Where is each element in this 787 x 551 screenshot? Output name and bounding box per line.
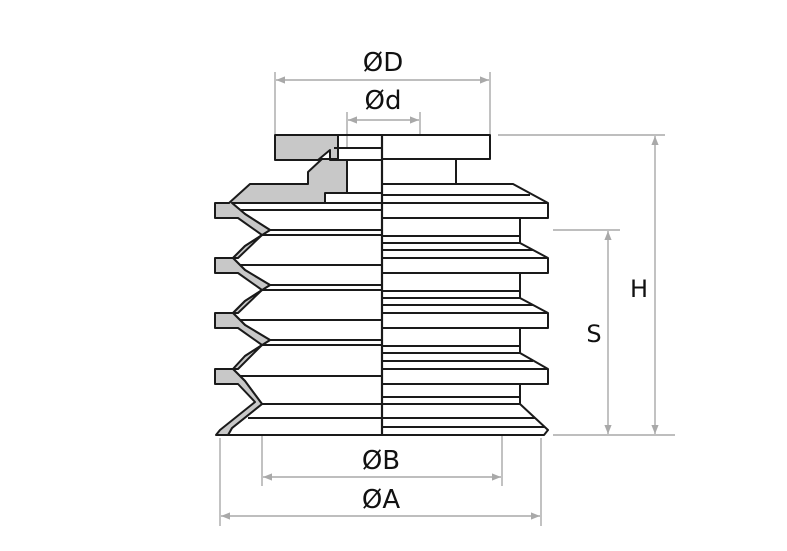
- exterior-view: [381, 134, 549, 436]
- label-d: Ød: [365, 86, 402, 116]
- section-ring-lines: [240, 209, 382, 419]
- label-H: H: [630, 275, 648, 303]
- section-bore-lines: [325, 134, 382, 204]
- label-A: ØA: [362, 485, 400, 515]
- exterior-ring-lines: [382, 158, 548, 428]
- label-S: S: [586, 320, 601, 348]
- dimension-labels: ØD Ød H S ØB ØA: [362, 48, 648, 515]
- label-D: ØD: [363, 48, 404, 78]
- section-view: [214, 134, 544, 436]
- label-B: ØB: [362, 446, 400, 476]
- section-cut: [214, 134, 348, 436]
- exterior-outline: [381, 134, 549, 436]
